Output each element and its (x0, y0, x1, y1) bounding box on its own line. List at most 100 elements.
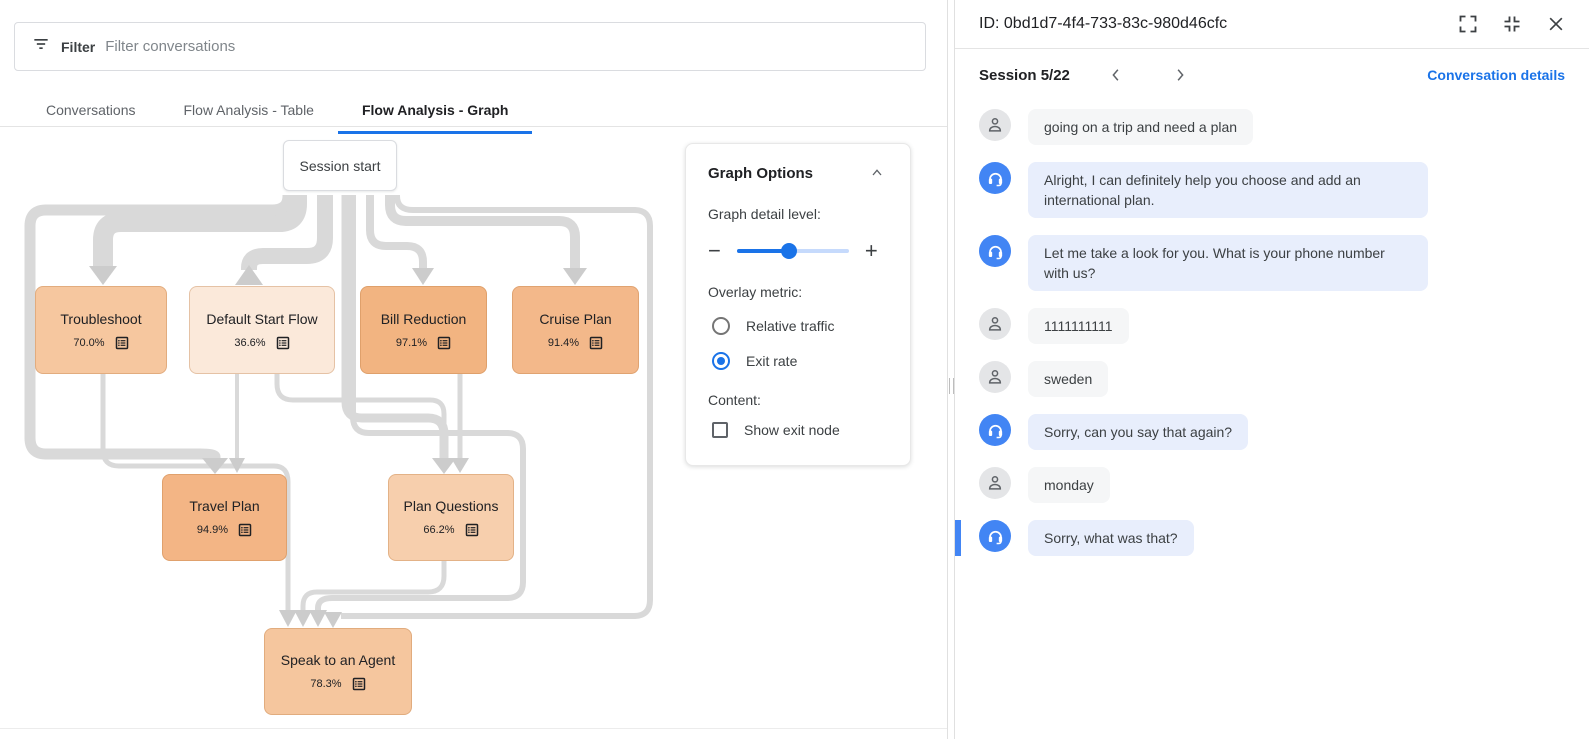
conversation-details-link[interactable]: Conversation details (1427, 67, 1565, 83)
person-icon (979, 467, 1011, 499)
message-row: sweden (979, 361, 1565, 397)
details-icon[interactable] (238, 523, 252, 537)
user-message-bubble: sweden (1028, 361, 1109, 397)
slider-fill (736, 249, 789, 253)
message-row-highlighted: Sorry, what was that? (955, 520, 1565, 556)
exit-rate-value: 91.4% (547, 336, 580, 349)
fullscreen-exit-icon[interactable] (1501, 13, 1523, 35)
exit-rate-value: 97.1% (395, 336, 428, 349)
conversation-detail-pane: ID: 0bd1d7-4f4-733-83c-980d46cfc Session… (955, 0, 1589, 739)
resize-grip-icon[interactable] (949, 378, 954, 394)
details-icon[interactable] (352, 677, 366, 691)
user-message-bubble: going on a trip and need a plan (1028, 109, 1254, 145)
show-exit-node-option[interactable]: Show exit node (708, 422, 888, 438)
node-exit-rate: 97.1% (396, 336, 451, 350)
details-icon[interactable] (589, 336, 603, 350)
message-row: Sorry, can you say that again? (979, 414, 1565, 450)
person-icon (979, 308, 1011, 340)
content-label: Content: (708, 392, 761, 408)
filter-bar[interactable]: Filter (14, 22, 926, 71)
checkbox-label: Show exit node (744, 422, 840, 438)
user-message-bubble: 1111111111 (1028, 308, 1129, 344)
node-exit-rate: 78.3% (310, 677, 365, 691)
detail-header: ID: 0bd1d7-4f4-733-83c-980d46cfc (955, 0, 1589, 49)
agent-message-bubble: Sorry, can you say that again? (1028, 414, 1249, 450)
pane-resize-divider[interactable] (947, 0, 955, 739)
details-icon[interactable] (437, 336, 451, 350)
agent-message-bubble: Let me take a look for you. What is your… (1028, 235, 1428, 291)
fullscreen-icon[interactable] (1457, 13, 1479, 35)
node-default-start-flow[interactable]: Default Start Flow 36.6% (189, 286, 335, 374)
flow-analysis-pane: Filter Conversations Flow Analysis - Tabl… (0, 22, 947, 729)
message-row: monday (979, 467, 1565, 503)
chevron-left-icon[interactable] (1104, 63, 1128, 87)
conversation-id: ID: 0bd1d7-4f4-733-83c-980d46cfc (979, 15, 1228, 32)
exit-rate-value: 70.0% (73, 336, 105, 349)
radio-relative-traffic[interactable]: Relative traffic (708, 317, 888, 335)
headset-icon (979, 162, 1011, 194)
message-row: 1111111111 (979, 308, 1565, 344)
node-label: Cruise Plan (539, 310, 612, 327)
details-icon[interactable] (465, 523, 479, 537)
chevron-right-icon[interactable] (1168, 63, 1192, 87)
node-label: Troubleshoot (60, 310, 142, 327)
node-label: Travel Plan (189, 498, 260, 514)
graph-detail-label: Graph detail level: (708, 206, 821, 222)
close-icon[interactable] (1545, 13, 1567, 35)
filter-icon (31, 34, 51, 59)
details-icon[interactable] (276, 336, 290, 350)
overlay-metric-label: Overlay metric: (708, 284, 803, 300)
tab-flow-analysis-table[interactable]: Flow Analysis - Table (183, 102, 314, 118)
chevron-up-icon[interactable] (866, 162, 888, 184)
tab-conversations[interactable]: Conversations (46, 102, 136, 118)
filter-label: Filter (61, 38, 96, 55)
message-row: Alright, I can definitely help you choos… (979, 162, 1565, 218)
node-plan-questions[interactable]: Plan Questions 66.2% (388, 474, 514, 561)
slider-track[interactable] (736, 243, 849, 259)
person-icon (979, 109, 1011, 141)
exit-rate-value: 94.9% (196, 524, 229, 536)
filter-conversations-input[interactable] (105, 38, 909, 55)
exit-rate-value: 36.6% (234, 336, 266, 349)
headset-icon (979, 235, 1011, 267)
graph-options-panel: Graph Options Graph detail level: − + Ov… (685, 143, 911, 466)
message-row: going on a trip and need a plan (979, 109, 1565, 145)
node-exit-rate: 66.2% (423, 523, 478, 537)
person-icon (979, 361, 1011, 393)
node-cruise-plan[interactable]: Cruise Plan 91.4% (512, 286, 639, 374)
headset-icon (979, 414, 1011, 446)
tab-flow-analysis-graph[interactable]: Flow Analysis - Graph (337, 92, 533, 134)
node-troubleshoot[interactable]: Troubleshoot 70.0% (35, 286, 167, 374)
node-label: Default Start Flow (206, 310, 318, 327)
node-exit-rate: 36.6% (234, 336, 289, 350)
headset-icon (979, 520, 1011, 552)
message-row: Let me take a look for you. What is your… (979, 235, 1565, 291)
graph-options-title: Graph Options (708, 164, 813, 182)
node-label: Speak to an Agent (280, 652, 396, 668)
session-counter: Session 5/22 (979, 66, 1070, 84)
minus-icon[interactable]: − (708, 238, 721, 263)
show-exit-node-checkbox[interactable] (712, 422, 728, 438)
node-speak-to-an-agent[interactable]: Speak to an Agent 78.3% (264, 628, 412, 715)
radio-unselected-icon[interactable] (712, 317, 730, 335)
node-label: Plan Questions (403, 498, 499, 514)
exit-rate-value: 78.3% (310, 678, 342, 690)
node-travel-plan[interactable]: Travel Plan 94.9% (162, 474, 287, 561)
radio-label: Relative traffic (746, 318, 835, 334)
user-message-bubble: monday (1028, 467, 1110, 503)
radio-exit-rate[interactable]: Exit rate (708, 352, 888, 370)
slider-thumb[interactable] (780, 243, 797, 259)
plus-icon[interactable]: + (864, 238, 878, 263)
tab-bar: Conversations Flow Analysis - Table Flow A… (22, 92, 533, 134)
flow-graph-edges (24, 195, 653, 628)
radio-selected-icon[interactable] (712, 352, 730, 370)
agent-message-bubble: Alright, I can definitely help you choos… (1028, 162, 1428, 218)
node-session-start[interactable]: Session start (283, 140, 397, 191)
agent-message-bubble: Sorry, what was that? (1028, 520, 1194, 556)
details-icon[interactable] (115, 336, 129, 350)
radio-label: Exit rate (746, 353, 798, 369)
exit-rate-value: 66.2% (423, 524, 455, 536)
